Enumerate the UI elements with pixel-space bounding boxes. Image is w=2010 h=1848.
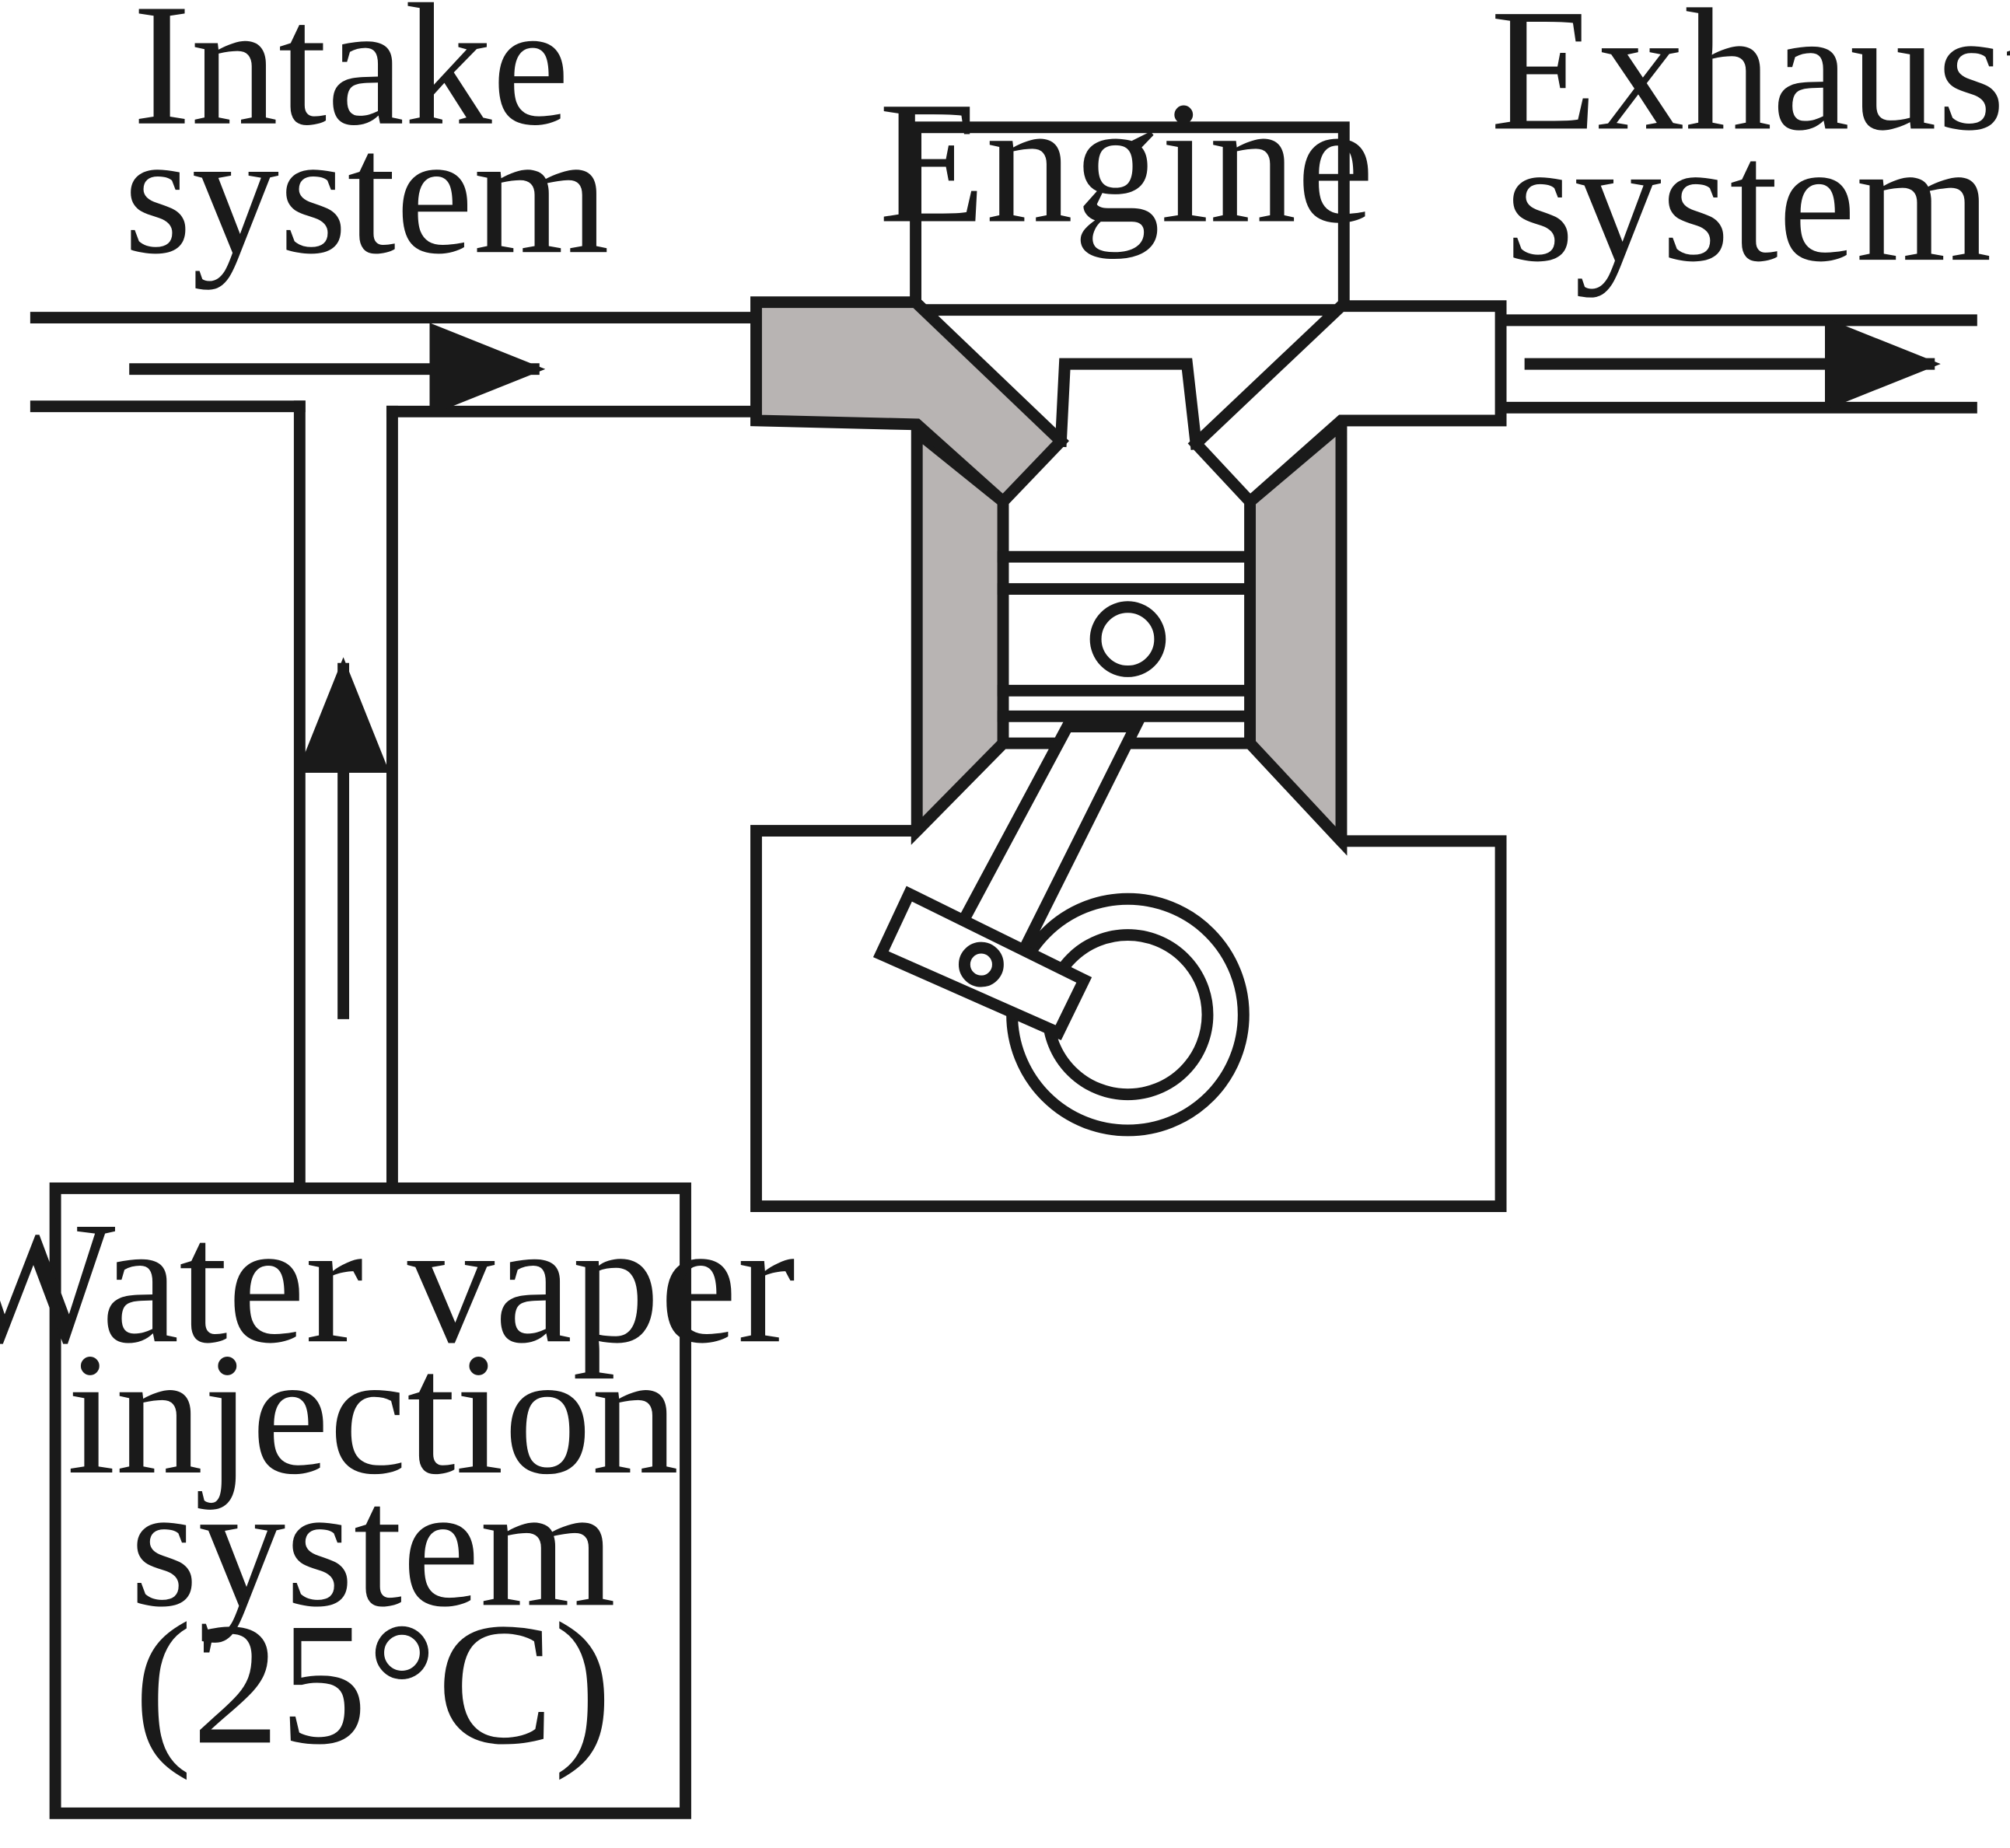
- combustion-chamber: [1054, 358, 1203, 450]
- engine-label: Engine: [879, 65, 1374, 259]
- injection-label-line1: Water vaper: [0, 1186, 795, 1379]
- injection-label-line3: system: [130, 1449, 616, 1643]
- injection-system-box: [49, 1182, 691, 1819]
- injection-label-line4: (25°C): [134, 1587, 612, 1780]
- exhaust-port: [1187, 300, 1507, 510]
- intake-label-line1: Intake: [133, 0, 570, 162]
- injection-label-line2: injection: [67, 1317, 679, 1511]
- crank-pin: [958, 941, 1004, 987]
- engine: [750, 121, 1507, 1213]
- cylinder-head: [910, 121, 1350, 316]
- intake-port: [750, 296, 1069, 510]
- injection-feed-pipe: [293, 400, 398, 1186]
- piston: [997, 550, 1257, 722]
- exhaust-label-line2: system: [1506, 104, 1992, 298]
- wrist-pin: [1089, 601, 1166, 677]
- intake-label-line2: system: [124, 96, 610, 290]
- exhaust-label-line1: Exhaust: [1491, 0, 2010, 166]
